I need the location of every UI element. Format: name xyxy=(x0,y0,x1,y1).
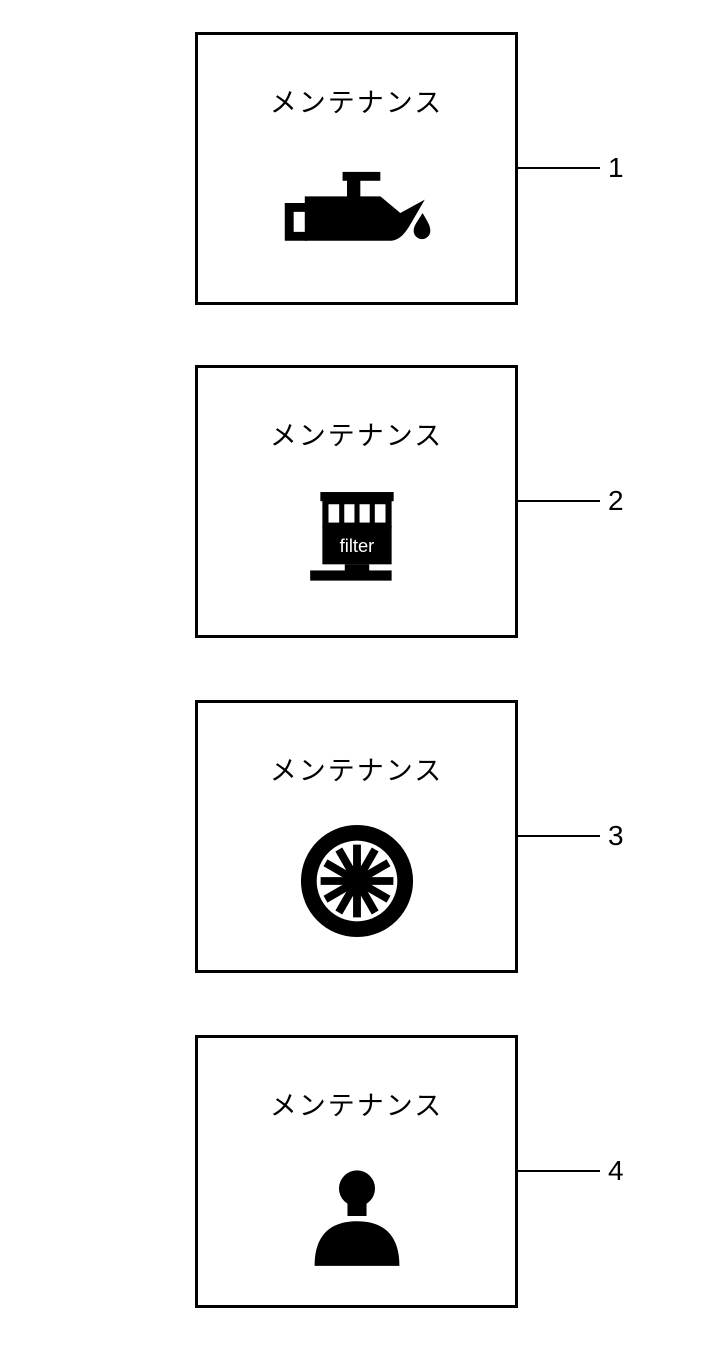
maintenance-panel-driver: メンテナンス xyxy=(195,1035,518,1308)
callout-line-4 xyxy=(518,1170,600,1172)
callout-number-1: 1 xyxy=(608,152,624,183)
maintenance-panel-filter: メンテナンス filter xyxy=(195,365,518,638)
panel-icon-area xyxy=(198,143,515,283)
tire-icon xyxy=(300,824,413,938)
panel-title: メンテナンス xyxy=(269,1091,444,1121)
maintenance-panel-tire: メンテナンス xyxy=(195,700,518,973)
panel-title: メンテナンス xyxy=(269,756,444,786)
callout-line-3 xyxy=(518,835,600,837)
filter-icon-label: filter xyxy=(339,535,374,556)
panel-icon-area xyxy=(198,1146,515,1286)
callout-number-2: 2 xyxy=(608,485,624,516)
callout-line-1 xyxy=(518,167,600,169)
panel-title: メンテナンス xyxy=(269,88,444,118)
maintenance-panel-oil: メンテナンス xyxy=(195,32,518,305)
driver-icon xyxy=(314,1170,399,1266)
oil-can-icon xyxy=(284,171,430,241)
air-filter-icon: filter xyxy=(309,492,394,581)
callout-number-4: 4 xyxy=(608,1155,624,1186)
panel-icon-area xyxy=(198,811,515,951)
panel-title: メンテナンス xyxy=(269,421,444,451)
callout-number-3: 3 xyxy=(608,820,624,851)
callout-line-2 xyxy=(518,500,600,502)
panel-icon-area: filter xyxy=(198,476,515,616)
